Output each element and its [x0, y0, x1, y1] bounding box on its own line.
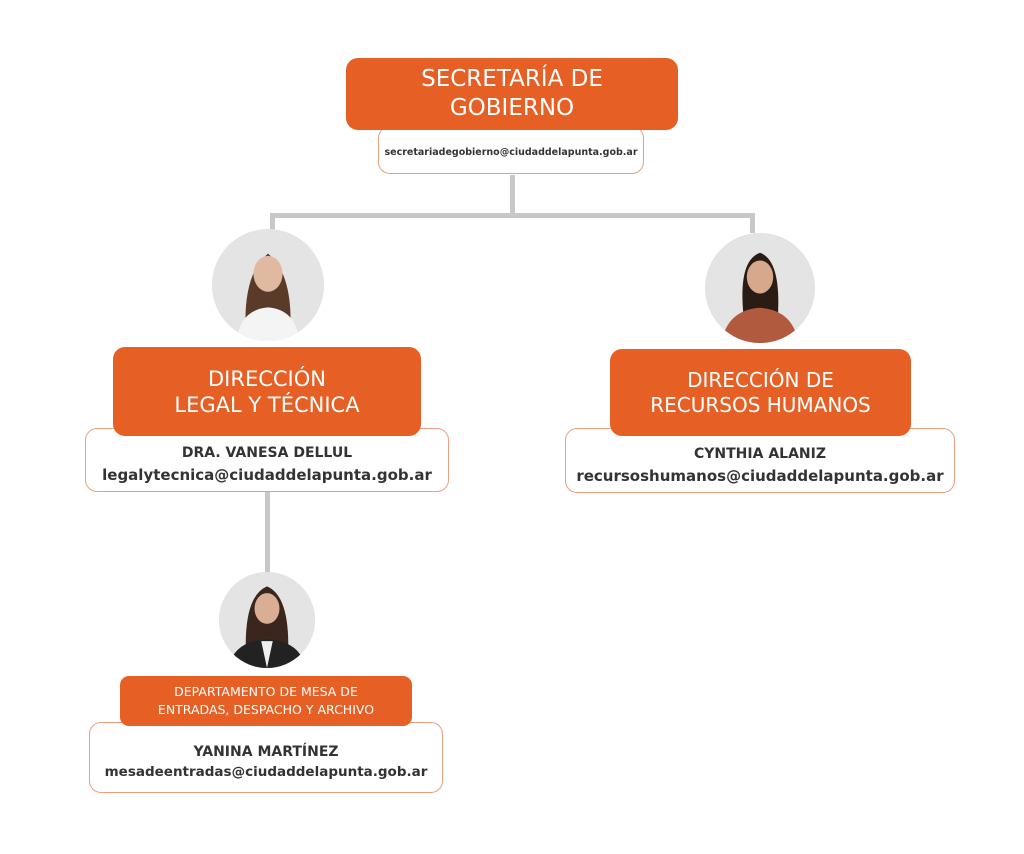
- mesa-entradas-title-box: DEPARTAMENTO DE MESA DE ENTRADAS, DESPAC…: [120, 676, 412, 726]
- legal-tecnica-info-box: DRA. VANESA DELLUL legalytecnica@ciudadd…: [85, 428, 449, 492]
- person-name: DRA. VANESA DELLUL: [181, 445, 353, 461]
- person-photo: [705, 233, 815, 343]
- email-link[interactable]: mesadeentradas@ciudaddelapunta.gob.ar: [104, 763, 428, 780]
- person-photo: [219, 572, 315, 668]
- title-line: RECURSOS HUMANOS: [650, 392, 871, 417]
- title-line: LEGAL Y TÉCNICA: [174, 392, 360, 417]
- email-link[interactable]: secretariadegobierno@ciudaddelapunta.gob…: [384, 146, 638, 158]
- secretaria-title-box: SECRETARÍA DE GOBIERNO: [346, 58, 678, 130]
- email-link[interactable]: legalytecnica@ciudaddelapunta.gob.ar: [102, 466, 432, 484]
- connector-line: [510, 175, 515, 217]
- secretaria-info-box: secretariadegobierno@ciudaddelapunta.gob…: [378, 126, 644, 174]
- title-line: DEPARTAMENTO DE MESA DE: [174, 684, 358, 699]
- title-line: DIRECCIÓN: [208, 366, 326, 391]
- legal-tecnica-title-box: DIRECCIÓN LEGAL Y TÉCNICA: [113, 347, 421, 436]
- title-line: GOBIERNO: [449, 95, 575, 121]
- mesa-entradas-info-box: YANINA MARTÍNEZ mesadeentradas@ciudaddel…: [89, 722, 443, 793]
- recursos-humanos-title-box: DIRECCIÓN DE RECURSOS HUMANOS: [610, 349, 911, 436]
- person-name: CYNTHIA ALANIZ: [694, 445, 826, 462]
- person-photo: [212, 229, 324, 341]
- connector-line: [270, 213, 755, 218]
- recursos-humanos-info-box: CYNTHIA ALANIZ recursoshumanos@ciudaddel…: [565, 428, 955, 493]
- connector-line: [270, 213, 275, 233]
- email-link[interactable]: recursoshumanos@ciudaddelapunta.gob.ar: [576, 466, 944, 485]
- title-line: SECRETARÍA DE: [421, 66, 603, 92]
- connector-line: [750, 213, 755, 233]
- title-line: DIRECCIÓN DE: [687, 367, 834, 392]
- person-name: YANINA MARTÍNEZ: [193, 743, 339, 760]
- connector-line: [265, 492, 270, 574]
- title-line: ENTRADAS, DESPACHO Y ARCHIVO: [157, 702, 375, 717]
